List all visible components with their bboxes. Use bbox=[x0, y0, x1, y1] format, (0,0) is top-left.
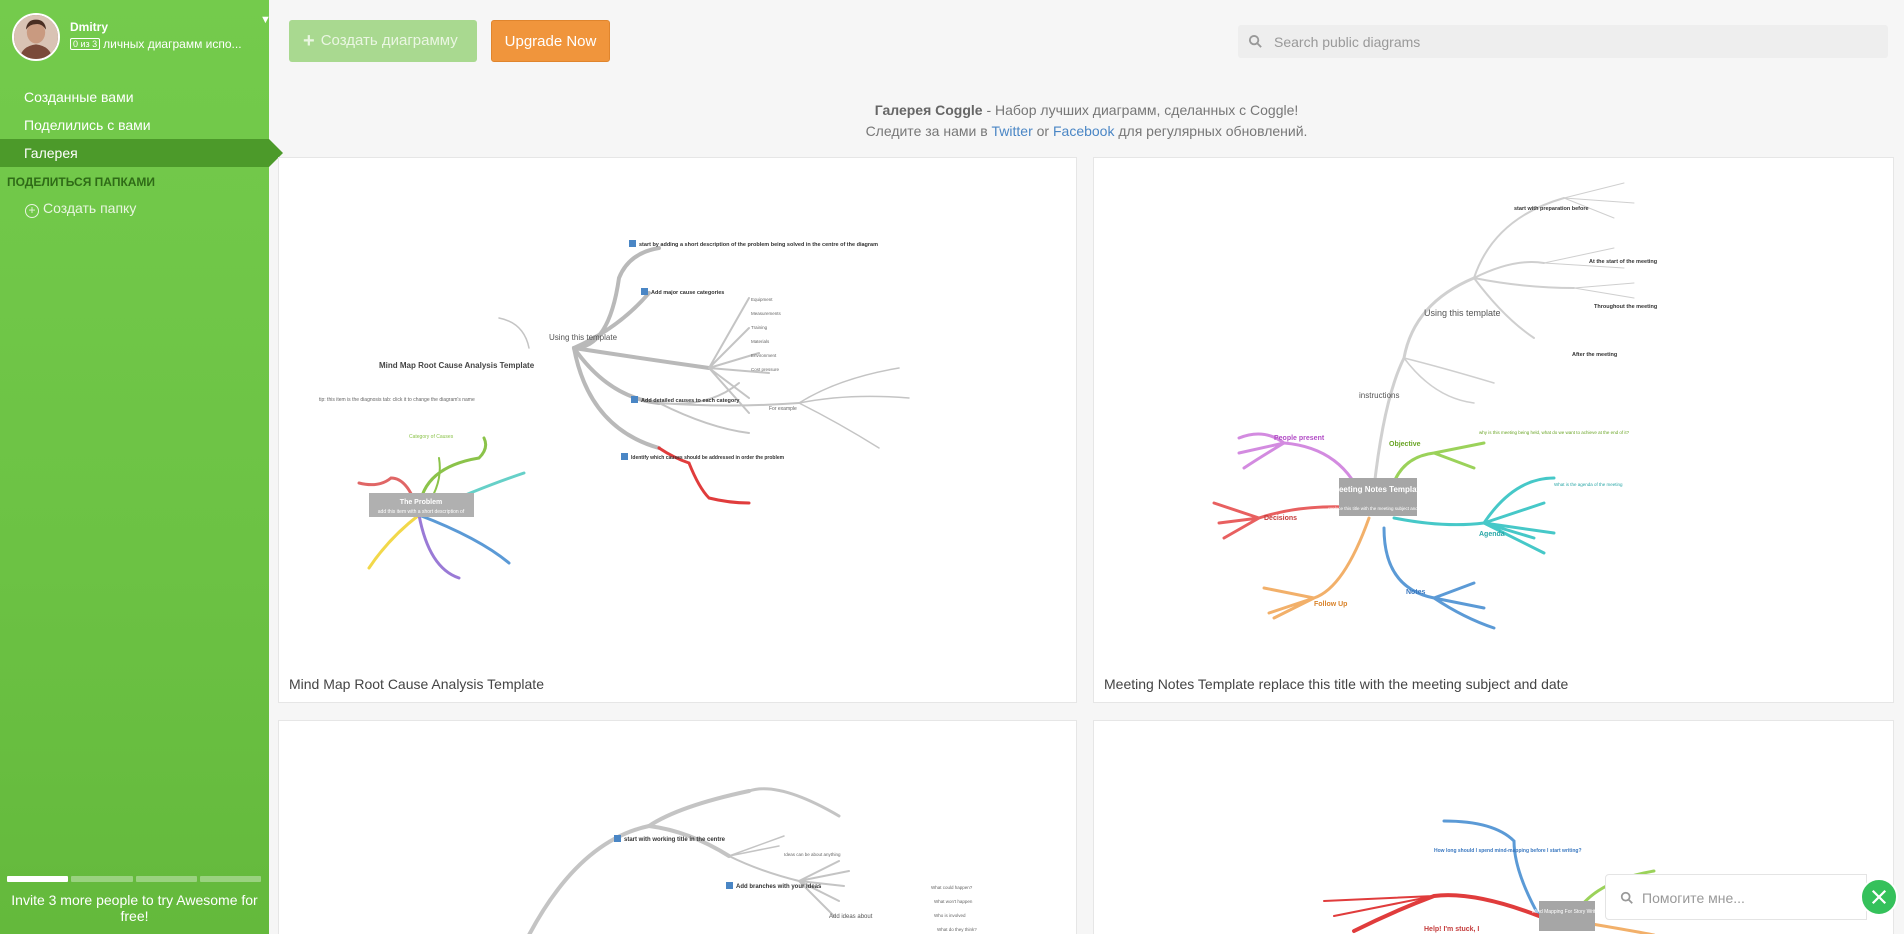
help-input-placeholder[interactable]: Помогите мне... bbox=[1642, 890, 1745, 906]
help-widget[interactable]: Помогите мне... bbox=[1605, 874, 1867, 920]
diagram-thumbnail[interactable]: Meeting Notes Template replace this titl… bbox=[1094, 158, 1893, 658]
follow-or: or bbox=[1032, 123, 1053, 139]
what3-node: What do they think? bbox=[937, 927, 977, 932]
diagram-caption[interactable]: Meeting Notes Template replace this titl… bbox=[1104, 676, 1569, 692]
follow-prefix: Следите за нами в bbox=[865, 123, 992, 139]
section-title-share-folders: ПОДЕЛИТЬСЯ ПАПКАМИ bbox=[7, 175, 156, 189]
search-icon bbox=[1248, 34, 1262, 48]
diagram-card[interactable]: Meeting Notes Template replace this titl… bbox=[1093, 157, 1894, 703]
ideas-node: Add ideas about bbox=[829, 914, 873, 920]
using-node: Using this template bbox=[549, 333, 618, 342]
objective-question: why is this meeting being held, what do … bbox=[1479, 430, 1630, 435]
followup-node: Follow Up bbox=[1314, 601, 1347, 608]
diagram-thumbnail[interactable]: The Problem add this item with a short d… bbox=[279, 158, 1076, 658]
throughout-node: Throughout the meeting bbox=[1594, 304, 1657, 310]
sidebar-item-created-by-you[interactable]: Созданные вами bbox=[24, 89, 134, 105]
problem-node: The Problem bbox=[400, 499, 442, 506]
diagram-card[interactable]: start with working title in the centre A… bbox=[278, 720, 1077, 934]
for-example-node: For example bbox=[769, 406, 797, 412]
progress-segment bbox=[71, 876, 133, 882]
facebook-link[interactable]: Facebook bbox=[1052, 123, 1115, 139]
plus-icon: + bbox=[303, 30, 315, 52]
sidebar-item-gallery[interactable]: Галерея bbox=[0, 139, 283, 167]
gallery-title-line: Галерея Coggle - Набор лучших диаграмм, … bbox=[269, 100, 1904, 121]
step1-node: start by adding a short description of t… bbox=[639, 242, 878, 248]
gallery-header: Галерея Coggle - Набор лучших диаграмм, … bbox=[269, 100, 1904, 142]
how-long-node: How long should I spend mind-mapping bef… bbox=[1434, 848, 1582, 854]
twitter-link[interactable]: Twitter bbox=[991, 123, 1033, 139]
close-icon[interactable] bbox=[1860, 878, 1898, 916]
progress-segment bbox=[135, 876, 197, 882]
step3-node: Add detailed causes to each category bbox=[641, 398, 740, 404]
center-node: Meeting Notes Template bbox=[1332, 485, 1424, 494]
progress-segment bbox=[199, 876, 261, 882]
step2-node: Add branches with your ideas bbox=[736, 884, 822, 890]
user-name: Dmitry bbox=[70, 20, 109, 34]
create-diagram-button[interactable]: + Создать диаграмму bbox=[289, 20, 477, 62]
objective-node: Objective bbox=[1389, 441, 1421, 448]
chevron-down-icon[interactable]: ▼ bbox=[260, 14, 271, 26]
category-node: Category of Causes bbox=[409, 434, 454, 440]
plus-icon: + bbox=[25, 204, 39, 218]
diagram-caption[interactable]: Mind Map Root Cause Analysis Template bbox=[289, 676, 544, 692]
measurement-node: Measurements bbox=[751, 311, 782, 316]
step1-node: start with working title in the centre bbox=[624, 837, 726, 843]
invite-text[interactable]: Invite 3 more people to try Awesome for … bbox=[11, 892, 258, 924]
diagram-thumbnail[interactable]: start with working title in the centre A… bbox=[279, 721, 1076, 934]
stuck-node: Help! I'm stuck, I bbox=[1424, 926, 1479, 933]
gallery-follow-line: Следите за нами в Twitter or Facebook дл… bbox=[269, 121, 1904, 142]
prep-node: start with preparation before bbox=[1514, 206, 1589, 212]
create-diagram-label: Создать диаграмму bbox=[320, 32, 458, 49]
at-start-node: At the start of the meeting bbox=[1589, 259, 1657, 265]
notes-node: Notes bbox=[1406, 589, 1426, 596]
center-node: Mind Mapping For Story Writing bbox=[1532, 909, 1602, 915]
environment-node: Environment bbox=[751, 353, 777, 358]
usage-text: личных диаграмм испо... bbox=[103, 37, 242, 51]
step4-node: Identify which causes should be addresse… bbox=[631, 455, 785, 461]
create-folder-label: Создать папку bbox=[43, 200, 137, 216]
after-node: After the meeting bbox=[1572, 352, 1617, 358]
agenda-item: What is the agenda of the meeting bbox=[1554, 482, 1623, 487]
usage-badge: 0 из 3 bbox=[70, 38, 101, 50]
search-box[interactable] bbox=[1238, 25, 1888, 58]
training-node: Training bbox=[751, 325, 768, 330]
gallery-subtitle: - Набор лучших диаграмм, сделанных с Cog… bbox=[982, 102, 1299, 118]
progress-segment bbox=[7, 876, 69, 882]
tip-node: tip: this item is the diagnosis tab: cli… bbox=[319, 397, 475, 403]
what-node: What could happen? bbox=[931, 885, 973, 890]
diagram-card[interactable]: The Problem add this item with a short d… bbox=[278, 157, 1077, 703]
using-node: Using this template bbox=[1424, 308, 1501, 318]
create-folder-button[interactable]: + Создать папку bbox=[25, 200, 136, 218]
instructions-node: instructions bbox=[1359, 391, 1399, 400]
what2-node: What won't happen bbox=[934, 899, 973, 904]
who-node: Who is involved bbox=[934, 913, 966, 918]
search-input[interactable] bbox=[1268, 25, 1868, 58]
anything-node: Ideas can be about anything bbox=[784, 852, 841, 857]
follow-suffix: для регулярных обновлений. bbox=[1114, 123, 1308, 139]
cost-node: Cost pressure bbox=[751, 367, 780, 372]
invite-progress bbox=[7, 876, 261, 882]
people-node: People present bbox=[1274, 435, 1325, 442]
materials-node: Materials bbox=[751, 339, 770, 344]
center-sub: replace this title with the meeting subj… bbox=[1328, 506, 1428, 511]
decisions-node: Decisions bbox=[1264, 515, 1297, 522]
svg-text:add this item with a short des: add this item with a short description o… bbox=[378, 509, 465, 515]
step2-node: Add major cause categories bbox=[651, 290, 724, 296]
search-icon bbox=[1620, 891, 1633, 904]
upgrade-button[interactable]: Upgrade Now bbox=[491, 20, 610, 62]
agenda-node: Agenda bbox=[1479, 531, 1505, 538]
title-node: Mind Map Root Cause Analysis Template bbox=[379, 361, 535, 370]
diagram-thumbnail[interactable]: Mind Mapping For Story Writing Help! I'm… bbox=[1094, 721, 1893, 934]
avatar[interactable] bbox=[12, 13, 60, 61]
equipment-node: Equipment bbox=[751, 297, 773, 302]
sidebar-item-shared-with-you[interactable]: Поделились с вами bbox=[24, 117, 151, 133]
gallery-title: Галерея Coggle bbox=[874, 102, 983, 118]
